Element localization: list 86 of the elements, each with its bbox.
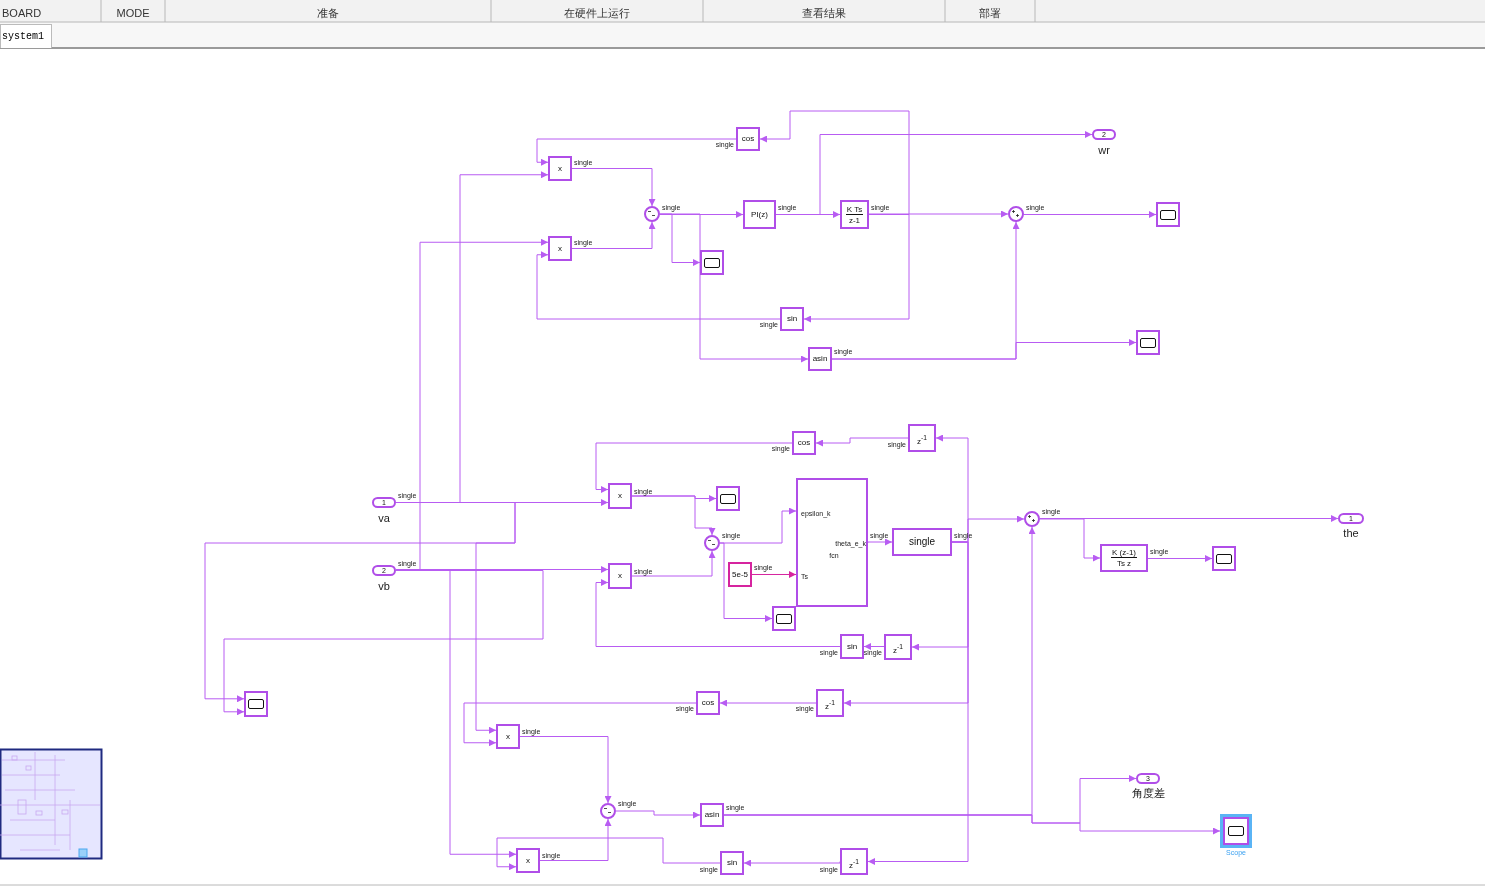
block: asin <box>700 803 724 827</box>
toolbar-label: BOARD <box>2 7 42 20</box>
signal-line <box>723 814 1221 835</box>
block: sin <box>720 851 744 875</box>
block: x <box>608 563 632 589</box>
signal-line <box>631 550 716 577</box>
signal-line <box>743 859 841 867</box>
block: PI(z) <box>743 200 776 229</box>
signal-line <box>595 442 793 493</box>
signal-line <box>615 810 701 819</box>
signal-line <box>1039 518 1101 562</box>
signal-line <box>595 579 841 647</box>
sum-circle <box>704 535 720 551</box>
block: z$^{-1}$ <box>884 634 912 660</box>
fraction-denominator: Ts z <box>1115 559 1133 568</box>
fraction-numerator: K (z-1) <box>1111 548 1137 558</box>
block: x <box>516 848 540 873</box>
scope-block <box>1136 330 1160 355</box>
signal-line <box>463 702 697 747</box>
block: x <box>608 483 632 509</box>
block: z$^{-1}$ <box>908 424 936 452</box>
function-block <box>796 478 868 607</box>
scope-block <box>1156 202 1180 227</box>
signal-line <box>867 541 969 865</box>
block: x <box>496 724 520 749</box>
signal-line <box>831 339 1137 360</box>
sum-circle <box>600 803 616 819</box>
port-name: va <box>378 512 390 525</box>
toolbar-label: 查看结果 <box>802 7 846 20</box>
signal-line <box>519 736 612 804</box>
signal-line <box>815 437 909 447</box>
toolbar-label: 在硬件上运行 <box>564 7 630 20</box>
signal-line <box>863 643 885 650</box>
transfer-function-block <box>1100 544 1148 572</box>
block: sin <box>780 307 804 331</box>
block: cos <box>736 127 760 151</box>
signal-line <box>536 138 737 166</box>
sum-circle <box>1008 206 1024 222</box>
toolbar-label: 准备 <box>317 7 339 20</box>
block: cos <box>792 431 816 455</box>
signal-line <box>395 566 609 573</box>
block: asin <box>808 347 832 371</box>
tab: system1 <box>0 24 52 48</box>
scope-block <box>1212 546 1236 571</box>
block: x <box>548 156 572 181</box>
toolbar-label: 部署 <box>979 7 1001 20</box>
block: x <box>548 236 572 261</box>
port-name: 角度差 <box>1131 787 1165 800</box>
scope-block <box>772 606 796 631</box>
signal-line <box>536 251 781 320</box>
scope-block <box>244 691 268 717</box>
sum-circle <box>1024 511 1040 527</box>
sum-circle <box>644 206 660 222</box>
block: cos <box>696 691 720 715</box>
signal-line <box>719 542 773 622</box>
signal-line <box>659 213 809 363</box>
signal-line <box>867 538 893 546</box>
signal-line <box>759 110 910 215</box>
port-name: wr <box>1098 144 1110 157</box>
signal-line <box>571 221 656 249</box>
block: z$^{-1}$ <box>840 848 868 875</box>
toolbar-label: MODE <box>116 7 150 20</box>
signal-line <box>751 571 797 578</box>
fraction-denominator: z-1 <box>847 215 862 225</box>
fraction-numerator: K Ts <box>845 204 864 215</box>
signal-line <box>1023 211 1157 218</box>
port-name: vb <box>378 580 390 593</box>
scope-block <box>716 486 740 511</box>
signal-line <box>803 214 910 323</box>
constant-block: 5e-5 <box>728 562 752 587</box>
block: z$^{-1}$ <box>816 689 844 717</box>
signal-line <box>631 495 716 536</box>
transfer-function-block <box>840 200 869 229</box>
scope-block <box>1220 814 1252 848</box>
signal-line <box>1147 555 1213 562</box>
signal-line <box>223 570 544 716</box>
signal-line <box>539 818 612 861</box>
scope-block <box>700 250 724 275</box>
signal-line <box>1039 515 1339 522</box>
port-name: the <box>1343 527 1359 540</box>
signal-line <box>935 434 969 543</box>
block: sin <box>840 634 864 659</box>
block: single <box>892 528 952 556</box>
signal-line <box>496 837 721 871</box>
signal-line <box>719 699 817 707</box>
signal-line <box>571 168 656 207</box>
